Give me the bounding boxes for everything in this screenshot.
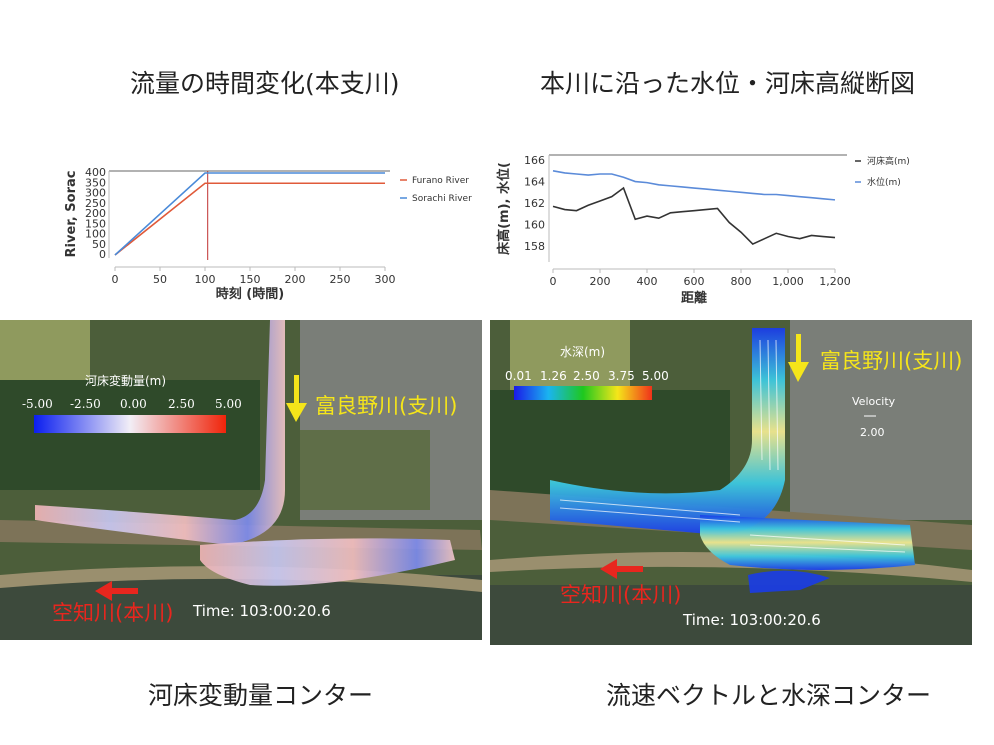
legend-item: Sorachi River [412,194,472,204]
time-label: Time: 103:00:20.6 [682,611,821,629]
x-tick-label: 1,200 [819,275,851,288]
depth-colorbar-tick: 0.01 [505,369,532,383]
x-tick-label: 1,000 [772,275,804,288]
depth-colorbar-tick: 2.50 [573,369,600,383]
bed-colorbar-title: 河床変動量(m) [85,373,166,388]
legend-item: 水位(m) [867,176,901,188]
series-line [552,186,836,246]
title-bed-change-contour: 河床変動量コンター [148,681,374,710]
bed-colorbar-tick: -5.00 [22,397,53,411]
x-tick-label: 100 [195,273,216,286]
velocity-legend-value: 2.00 [860,426,885,439]
bed-colorbar [34,415,226,433]
x-tick-label: 50 [153,273,167,286]
y-tick-label: 164 [524,176,545,189]
velocity-legend-label: Velocity [852,395,896,408]
profile-chart-svg: 158 160 162 164 166 0 200 400 600 800 1,000 1,200 距離… [496,154,910,306]
bed-colorbar-tick: 5.00 [215,397,242,411]
y-tick-label: 350 [85,176,106,189]
depth-colorbar [514,386,652,400]
tributary-label: 富良野川(支川) [315,394,457,418]
y-axis-title: 床高(m), 水位( [496,162,512,255]
down-arrow-icon [788,334,809,382]
series-line [552,169,836,201]
x-tick-label: 400 [637,275,658,288]
bed-colorbar-tick: 0.00 [120,397,147,411]
bed-colorbar-tick: -2.50 [70,397,101,411]
depth-colorbar-tick: 1.26 [540,369,567,383]
down-arrow-icon [286,375,307,422]
y-tick-label: 200 [85,207,106,220]
time-label: Time: 103:00:20.6 [192,602,331,620]
legend-item: 河床高(m) [867,155,910,167]
x-tick-label: 250 [330,273,351,286]
main-river-label: 空知川(本川) [560,583,681,607]
main-river-label: 空知川(本川) [52,601,173,625]
y-tick-label: 400 [85,166,106,179]
x-tick-label: 200 [285,273,306,286]
left-arrow-icon [600,559,643,579]
bed-change-map-svg: 河床変動量(m) -5.00 -2.50 0.00 2.50 5.00 富良野川… [0,320,482,640]
x-tick-label: 600 [684,275,705,288]
depth-colorbar-tick: 3.75 [608,369,635,383]
x-tick-label: 300 [375,273,396,286]
title-velocity-depth-contour: 流速ベクトルと水深コンター [606,681,932,710]
y-tick-label: 300 [85,187,106,200]
series-line [114,172,385,256]
velocity-depth-map: 水深(m) 0.01 1.26 2.50 3.75 5.00 富良野川(支川) … [490,320,972,645]
y-tick-label: 162 [524,197,545,210]
x-tick-label: 0 [112,273,119,286]
left-arrow-icon [95,581,138,601]
y-tick-label: 0 [99,248,106,261]
y-tick-label: 160 [524,219,545,232]
y-tick-label: 250 [85,197,106,210]
y-tick-label: 158 [524,240,545,253]
y-tick-label: 150 [85,217,106,230]
x-tick-label: 200 [590,275,611,288]
series-line [114,182,385,256]
bed-change-map: 河床変動量(m) -5.00 -2.50 0.00 2.50 5.00 富良野川… [0,320,482,640]
profile-chart: 158 160 162 164 166 0 200 400 600 800 1,000 1,200 距離… [490,145,940,310]
x-tick-label: 800 [731,275,752,288]
x-tick-label: 0 [550,275,557,288]
depth-colorbar-tick: 5.00 [642,369,669,383]
legend-item: Furano River [412,176,469,186]
y-tick-label: 166 [524,154,545,167]
title-discharge-chart: 流量の時間変化(本支川) [130,69,400,98]
velocity-depth-map-svg: 水深(m) 0.01 1.26 2.50 3.75 5.00 富良野川(支川) … [490,320,972,645]
x-axis-title: 時刻 (時間) [216,286,284,302]
depth-colorbar-title: 水深(m) [560,345,605,359]
x-tick-label: 150 [240,273,261,286]
title-profile-chart: 本川に沿った水位・河床高縦断図 [540,69,916,98]
x-axis-title: 距離 [681,290,707,306]
y-tick-label: 100 [85,228,106,241]
y-axis-title: River, Sorac [64,171,79,258]
tributary-label: 富良野川(支川) [820,349,962,373]
y-tick-label: 50 [92,238,106,251]
bed-colorbar-tick: 2.50 [168,397,195,411]
